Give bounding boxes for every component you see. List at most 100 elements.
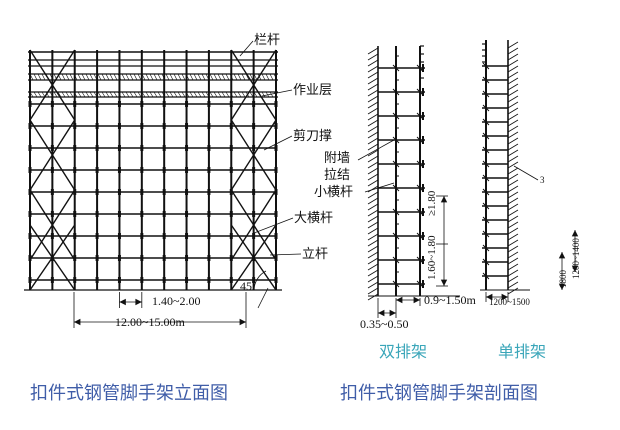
deck-hatch — [273, 91, 278, 98]
deck-hatch — [77, 73, 82, 81]
wall-hatch — [507, 101, 519, 109]
wall-hatch — [507, 77, 519, 85]
deck-hatch — [141, 73, 146, 81]
deck-hatch — [221, 73, 226, 81]
wall-hatch — [367, 47, 379, 55]
deck-hatch — [105, 73, 110, 81]
deck-hatch — [145, 91, 150, 98]
wall-hatch — [367, 137, 379, 145]
wall-hatch — [507, 215, 519, 223]
wall-hatch — [367, 281, 379, 289]
cross-brace — [230, 49, 277, 121]
deck-hatch — [189, 73, 194, 81]
deck-hatch — [117, 91, 122, 98]
coupler-mark — [482, 244, 490, 252]
marker-3-label: 3 — [540, 175, 545, 185]
brace-span-dimension: 12.00~15.00m — [115, 315, 185, 329]
deck-hatch — [225, 73, 230, 81]
deck-hatch — [137, 73, 142, 81]
wall-hatch — [507, 263, 519, 271]
wall-hatch — [507, 125, 519, 133]
angle-dimension: 45 — [240, 279, 252, 293]
wall-hatch — [507, 71, 519, 79]
deck-hatch — [89, 91, 94, 98]
deck-hatch — [221, 91, 226, 98]
bay-span-dimension: 1.40~2.00 — [152, 294, 201, 308]
wall-hatch — [507, 227, 519, 235]
wall-hatch — [367, 95, 379, 103]
deck-hatch — [217, 91, 222, 98]
deck-hatch — [49, 73, 54, 81]
deck-hatch — [185, 73, 190, 81]
cross-brace — [29, 224, 76, 291]
cross-brace — [230, 189, 277, 261]
wall-hatch — [367, 191, 379, 199]
deck-hatch — [253, 91, 258, 98]
wall-hatch — [507, 233, 519, 241]
marker-3-leader — [513, 165, 539, 181]
wall-hatch — [507, 257, 519, 265]
wall-hatch — [507, 89, 519, 97]
coupler-mark — [482, 146, 490, 154]
wall-hatch — [367, 119, 379, 127]
wall-hatch — [507, 137, 519, 145]
wall-hatch — [367, 113, 379, 121]
ledger-label: 大横杆 — [294, 211, 334, 226]
deck-hatch — [85, 91, 90, 98]
deck-hatch — [233, 73, 238, 81]
single-height-1-dimension: 1800 — [558, 270, 568, 288]
wall-hatch — [367, 179, 379, 187]
double-row-subtitle: 双排架 — [379, 342, 428, 361]
railing-leader — [239, 40, 254, 57]
deck-hatch — [269, 73, 274, 81]
wall-tie-label-2: 拉结 — [324, 168, 351, 183]
wall-hatch — [367, 257, 379, 265]
wall-hatch — [507, 59, 519, 67]
wall-gap-arrow-right — [389, 309, 396, 317]
deck-hatch — [85, 73, 90, 81]
transom-leader — [364, 182, 395, 193]
deck-hatch — [93, 91, 98, 98]
wall-hatch — [507, 83, 519, 91]
deck-hatch — [197, 91, 202, 98]
deck-hatch — [205, 91, 210, 98]
deck-hatch — [273, 73, 278, 81]
deck-hatch — [241, 73, 246, 81]
deck-hatch — [33, 73, 38, 81]
working-layer-label: 作业层 — [293, 83, 333, 98]
brace-span-arrow-right — [239, 318, 246, 326]
lift-range-dimension: 1.60~1.80 — [426, 235, 438, 280]
deck-hatch — [37, 91, 42, 98]
wall-tie-leader — [357, 139, 395, 161]
wall-hatch — [367, 53, 379, 61]
coupler-mark — [482, 230, 490, 238]
wall-hatch — [507, 221, 519, 229]
wall-hatch — [367, 293, 379, 301]
wall-hatch — [507, 275, 519, 283]
wall-hatch — [367, 161, 379, 169]
deck-hatch — [213, 73, 218, 81]
section-caption: 扣件式钢管脚手架剖面图 — [340, 383, 538, 404]
deck-hatch — [189, 91, 194, 98]
deck-hatch — [105, 91, 110, 98]
cross-brace — [230, 224, 277, 291]
deck-hatch — [201, 73, 206, 81]
lift-arrow-down — [440, 279, 448, 286]
coupler-mark — [482, 160, 490, 168]
wall-hatch — [367, 173, 379, 181]
coupler-mark — [482, 118, 490, 126]
deck-hatch — [65, 91, 70, 98]
deck-hatch — [37, 73, 42, 81]
bay-span-arrow-right — [135, 298, 142, 306]
deck-hatch — [241, 91, 246, 98]
deck-hatch — [69, 91, 74, 98]
deck-hatch — [209, 91, 214, 98]
deck-hatch — [149, 73, 154, 81]
wall-hatch — [367, 275, 379, 283]
wall-hatch — [367, 287, 379, 295]
deck-hatch — [29, 73, 34, 81]
lift-arrow-up — [440, 196, 448, 203]
wall-hatch — [367, 233, 379, 241]
